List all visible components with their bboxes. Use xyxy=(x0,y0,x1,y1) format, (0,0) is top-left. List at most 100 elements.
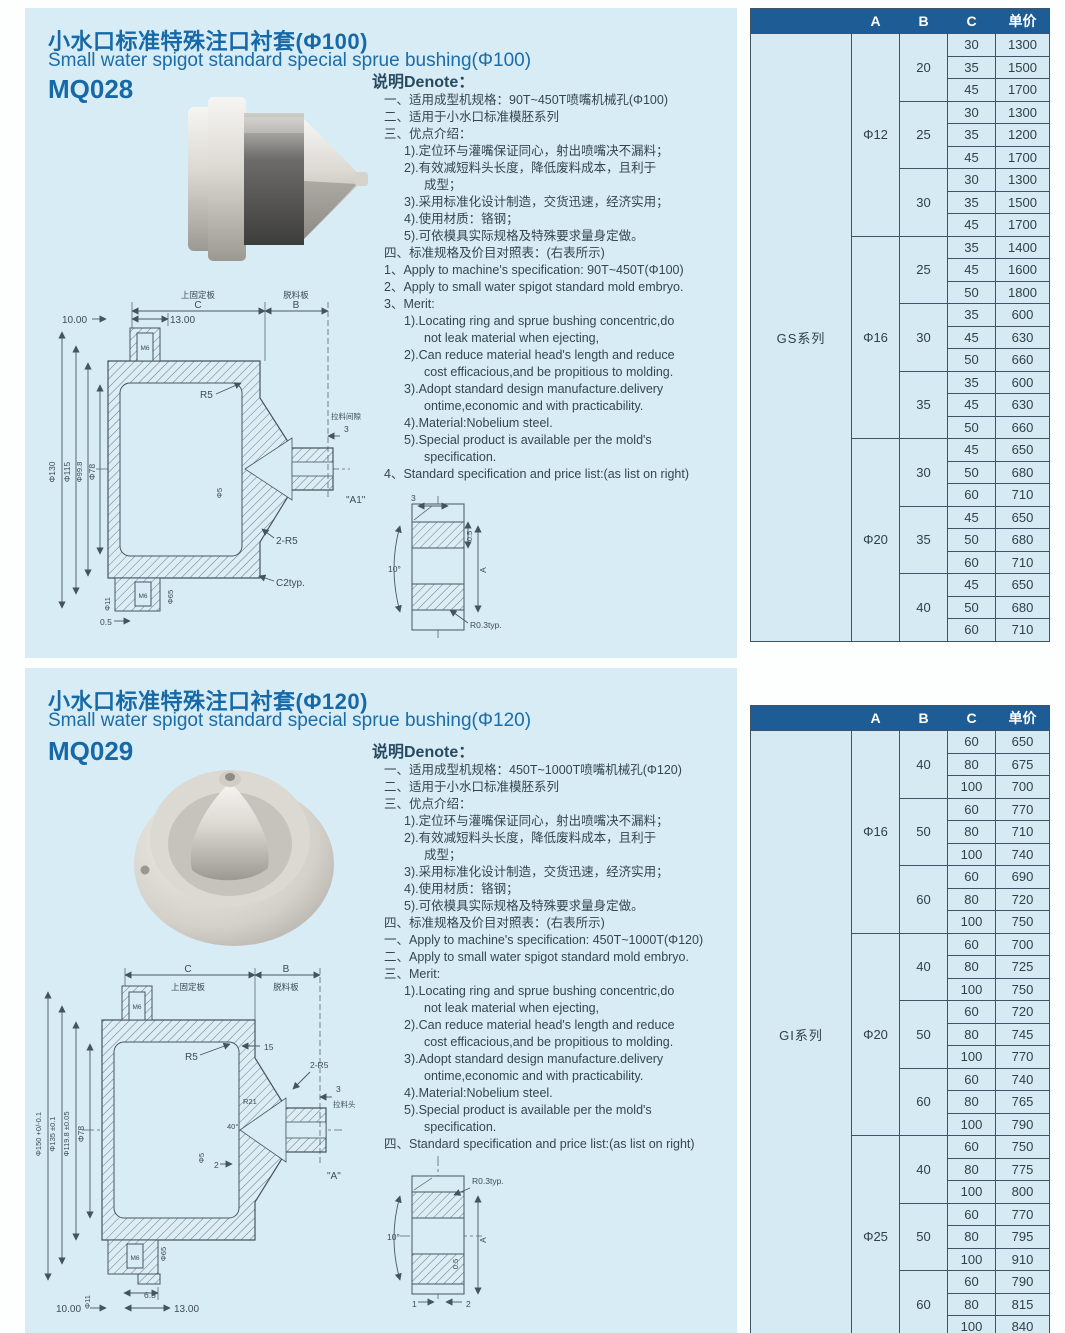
cell-b: 30 xyxy=(899,168,948,237)
cell-price: 630 xyxy=(995,325,1050,349)
note-line: cost efficacious,and be propitious to mo… xyxy=(424,1035,674,1049)
label-m6-top: M6 xyxy=(140,345,149,352)
section2-product-code: MQ029 xyxy=(48,736,134,766)
cell-price: 660 xyxy=(995,415,1050,439)
cell-price: 690 xyxy=(995,865,1050,889)
label-c2: C2typ. xyxy=(276,578,305,589)
detail-label-a: A xyxy=(478,1237,488,1243)
cell-price: 800 xyxy=(995,1180,1050,1204)
label-gap: 拉料间隙 xyxy=(331,411,361,421)
cell-c: 50 xyxy=(947,280,996,304)
cell-c: 60 xyxy=(947,618,996,642)
photo-cylinder-body xyxy=(244,113,304,245)
note-line: 二、适用于小水口标准模胚系列 xyxy=(384,110,560,124)
cell-price: 750 xyxy=(995,977,1050,1001)
cell-c: 35 xyxy=(947,190,996,214)
note-line: 1).定位环与灌嘴保证同心，射出喷嘴决不漏料； xyxy=(404,144,669,158)
cell-c: 50 xyxy=(947,528,996,552)
detail-label-a: A xyxy=(478,567,488,573)
label-dim10: 10.00 xyxy=(62,315,87,326)
mq028-detail-drawing: 3 0.5 10° A R0.3typ. xyxy=(388,493,502,638)
cell-b: 25 xyxy=(899,235,948,304)
cell-c: 45 xyxy=(947,438,996,462)
cell-price: 680 xyxy=(995,460,1050,484)
note-line: 2).Can reduce material head's length and… xyxy=(404,348,675,362)
cell-price: 700 xyxy=(995,775,1050,799)
label-2: 2 xyxy=(214,1160,219,1170)
cell-price: 1400 xyxy=(995,235,1050,259)
cell-c: 50 xyxy=(947,348,996,372)
section2-title-en: Small water spigot standard special spru… xyxy=(48,710,532,731)
label-a: "A" xyxy=(327,1171,341,1182)
cell-price: 725 xyxy=(995,955,1050,979)
detail-label-10deg: 10° xyxy=(387,1232,400,1242)
cell-b: 50 xyxy=(899,1000,948,1069)
cell-c: 80 xyxy=(947,1090,996,1114)
section1-denote-heading: 说明Denote： xyxy=(372,74,475,91)
cell-price: 720 xyxy=(995,887,1050,911)
cell-price: 630 xyxy=(995,393,1050,417)
cell-b: 60 xyxy=(899,1067,948,1136)
cell-c: 60 xyxy=(947,1270,996,1294)
note-line: 4).Material:Nobelium steel. xyxy=(404,416,553,430)
cell-price: 815 xyxy=(995,1292,1050,1316)
cell-c: 45 xyxy=(947,145,996,169)
detail-label-3: 3 xyxy=(411,493,416,503)
label-m6-top: M6 xyxy=(132,1004,141,1011)
label-plate-strip: 脱料板 xyxy=(273,982,299,992)
label-m6-bottom: M6 xyxy=(130,1255,139,1262)
cell-price: 650 xyxy=(995,573,1050,597)
cell-price: 1700 xyxy=(995,213,1050,237)
label-d11: Φ11 xyxy=(103,597,112,611)
cell-price: 1800 xyxy=(995,280,1050,304)
cell-price: 1300 xyxy=(995,33,1050,57)
label-pull-head: 拉料头 xyxy=(333,1099,356,1109)
cell-b: 35 xyxy=(899,370,948,439)
cell-a: Φ16 xyxy=(851,235,900,439)
column-header: A xyxy=(851,705,900,731)
mq029-detail-drawing: R0.3typ. 10° A 0.5 1 2 xyxy=(387,1156,504,1309)
cell-a: Φ16 xyxy=(851,730,900,934)
label-d11: Φ11 xyxy=(83,1295,92,1309)
cell-price: 650 xyxy=(995,730,1050,754)
note-line: not leak material when ejecting, xyxy=(424,331,600,345)
note-line: specification. xyxy=(424,450,497,464)
note-line: 2).Can reduce material head's length and… xyxy=(404,1018,675,1032)
section1-product-code: MQ028 xyxy=(48,74,134,104)
label-plate-top: 上固定板 xyxy=(181,290,216,300)
cell-c: 100 xyxy=(947,1045,996,1069)
note-line: 四、Standard specification and price list:… xyxy=(384,1137,695,1151)
cell-c: 80 xyxy=(947,1022,996,1046)
cell-c: 100 xyxy=(947,1112,996,1136)
cell-c: 60 xyxy=(947,483,996,507)
cell-b: 30 xyxy=(899,438,948,507)
cell-a: Φ20 xyxy=(851,438,900,642)
label-d78: Φ78 xyxy=(87,464,97,481)
note-line: 1).Locating ring and sprue bushing conce… xyxy=(404,984,675,998)
note-line: 2).有效减短料头长度，降低废料成本，且利于 xyxy=(404,161,657,175)
note-line: 5).可依模具实际规格及特殊要求量身定做。 xyxy=(404,229,644,243)
cell-price: 740 xyxy=(995,1067,1050,1091)
cell-price: 745 xyxy=(995,1022,1050,1046)
cell-c: 45 xyxy=(947,78,996,102)
photo-tip xyxy=(355,172,368,186)
column-header: C xyxy=(947,8,996,34)
label-15: 15 xyxy=(264,1042,274,1052)
label-d135: Φ135 ±0.1 xyxy=(48,1116,57,1151)
cell-c: 45 xyxy=(947,325,996,349)
cell-a: Φ20 xyxy=(851,932,900,1136)
series-label: GS系列 xyxy=(750,33,852,642)
label-plate-top: 上固定板 xyxy=(171,982,206,992)
